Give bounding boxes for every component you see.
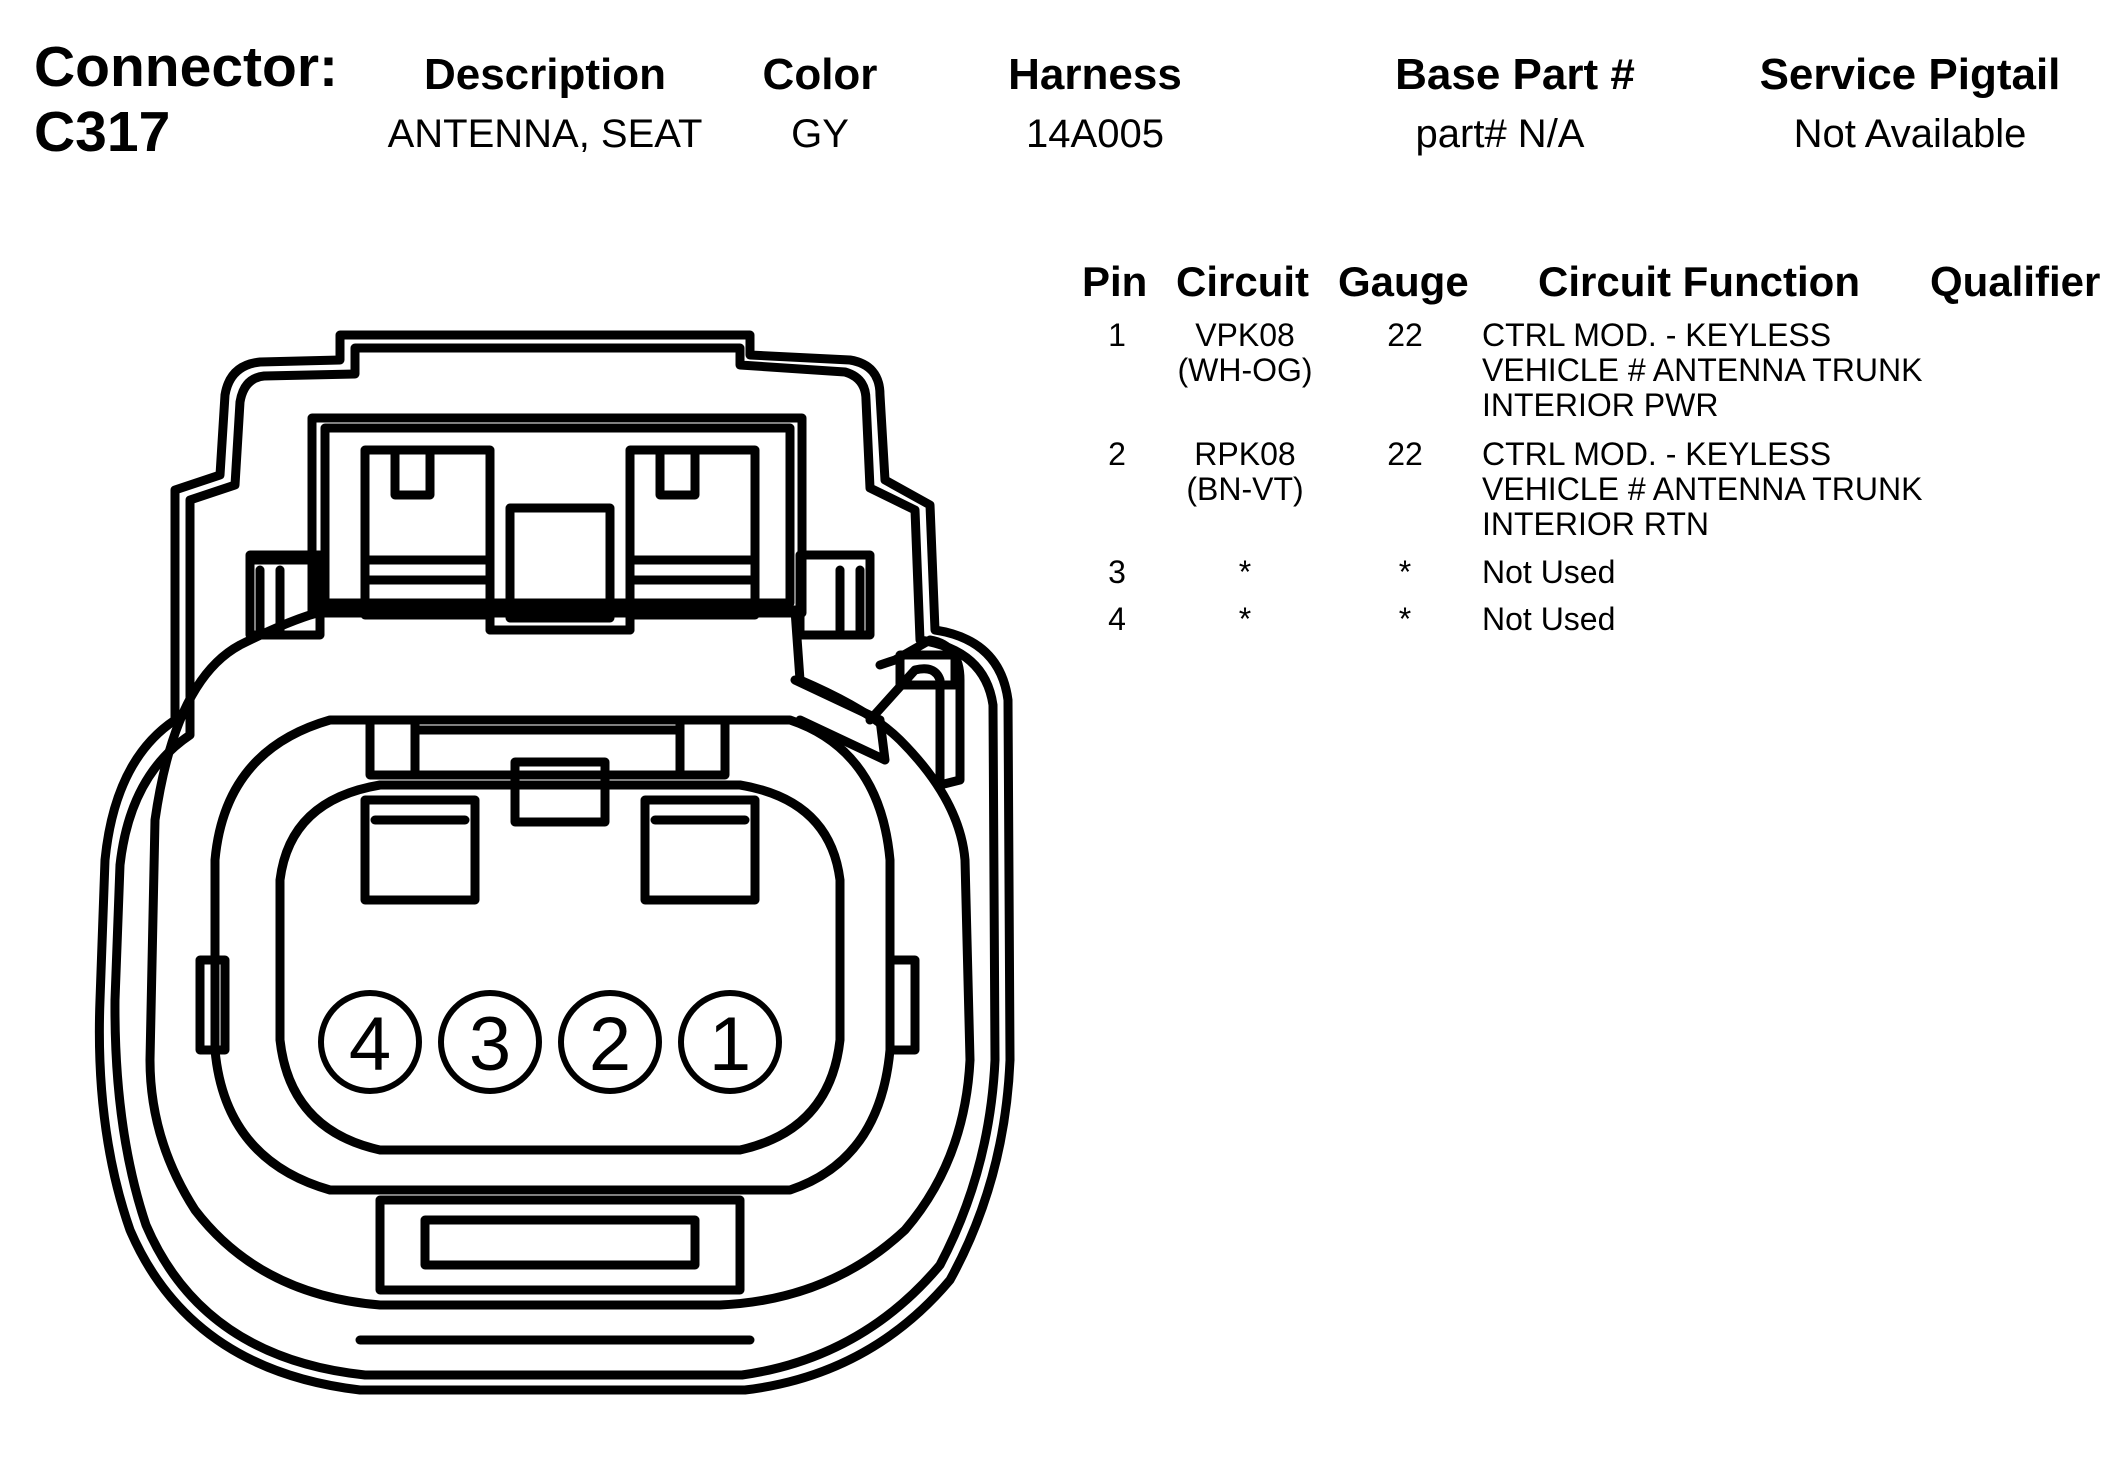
bottom-tab: [375, 1195, 745, 1295]
connector-face-diagram: 4 3 2 1: [94, 330, 1015, 1395]
pin-circle-2: [558, 990, 662, 1094]
circuit-code: *: [1238, 554, 1252, 590]
key-slot: [510, 757, 610, 827]
circuit-color: (BN-VT): [1186, 471, 1304, 507]
pin-header: Pin: [1082, 258, 1148, 305]
pin-circle-3: [438, 990, 542, 1094]
connector-label: Connector:: [34, 35, 338, 99]
pin-label-3: 3: [469, 1002, 511, 1087]
circuit-function-line: VEHICLE # ANTENNA TRUNK: [1482, 352, 1923, 388]
pin-number: 1: [1108, 317, 1126, 353]
harness-header: Harness: [1008, 50, 1182, 99]
circuit-code: *: [1238, 601, 1252, 637]
base-part-value: part# N/A: [1415, 112, 1585, 156]
gauge-value: 22: [1387, 317, 1423, 353]
circuit-function-line: INTERIOR PWR: [1482, 387, 1719, 423]
pin-circle-1: [678, 990, 782, 1094]
circuit-code: VPK08: [1195, 317, 1295, 353]
pin-circles: [318, 990, 782, 1094]
circuit-function-line: Not Used: [1482, 601, 1616, 637]
harness-value: 14A005: [1026, 112, 1164, 156]
terminal-slot-left: [360, 795, 480, 905]
pin-circle-4: [318, 990, 422, 1094]
pin-number: 3: [1108, 554, 1126, 590]
circuit-code: RPK08: [1194, 436, 1296, 472]
cavity-ring-inner: [275, 780, 845, 1155]
gauge-value: 22: [1387, 436, 1423, 472]
pin-number: 4: [1108, 601, 1126, 637]
color-value: GY: [791, 112, 849, 156]
latch-frame: [307, 413, 807, 618]
gauge-value: *: [1398, 554, 1412, 590]
pin-label-4: 4: [349, 1002, 391, 1087]
connector-outer-shell-inner: [110, 343, 1000, 1380]
connector-outer-shell: [94, 330, 1015, 1395]
circuit-color: (WH-OG): [1177, 352, 1313, 388]
circuit-function-line: CTRL MOD. - KEYLESS: [1482, 436, 1832, 472]
description-header: Description: [423, 50, 667, 99]
pin-label-2: 2: [589, 1002, 631, 1087]
circuit-function-line: INTERIOR RTN: [1482, 506, 1709, 542]
side-clip: [865, 635, 965, 790]
connector-id: C317: [34, 100, 171, 164]
pin-number: 2: [1108, 436, 1126, 472]
gauge-header: Gauge: [1338, 258, 1469, 305]
color-header: Color: [762, 50, 878, 99]
circuit-function-line: CTRL MOD. - KEYLESS: [1482, 317, 1832, 353]
center-key: [505, 503, 615, 623]
latch-side-left: [245, 550, 325, 640]
circuit-header: Circuit: [1176, 258, 1310, 305]
circuit-function-header: Circuit Function: [1538, 258, 1860, 305]
base-part-header: Base Part #: [1395, 50, 1635, 99]
gauge-value: *: [1398, 601, 1412, 637]
latch-side-right: [795, 550, 875, 640]
cavity-ring: [210, 715, 895, 1195]
service-pigtail-value: Not Available: [1793, 112, 2027, 156]
terminal-slot-right: [640, 795, 760, 905]
qualifier-header: Qualifier: [1930, 258, 2101, 305]
description-value: ANTENNA, SEAT: [387, 112, 703, 156]
latch-frame-inner: [320, 423, 795, 608]
pin-label-1: 1: [709, 1002, 751, 1087]
circuit-function-line: VEHICLE # ANTENNA TRUNK: [1482, 471, 1923, 507]
service-pigtail-header: Service Pigtail: [1759, 50, 2061, 99]
circuit-function-line: Not Used: [1482, 554, 1616, 590]
